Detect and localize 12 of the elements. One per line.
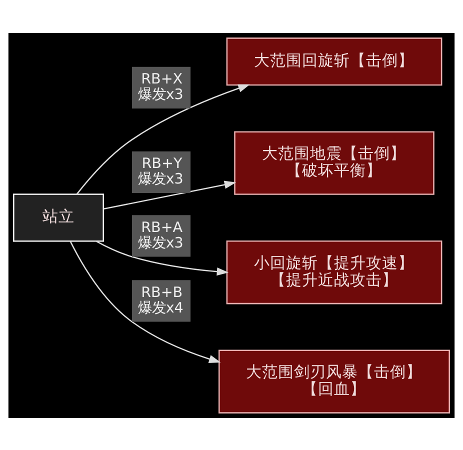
arrow: [96, 240, 229, 276]
edge-label: RB+Y 爆发x3: [138, 156, 184, 188]
edge-label: RB+B 爆发x4: [138, 284, 184, 316]
arrow: [104, 180, 236, 210]
node-box: 大范围剑刃风暴【击倒】 【回血】: [218, 349, 450, 413]
arrow: [70, 240, 221, 362]
node-box: 小回旋斩【提升攻速】 【提升近战攻击】: [226, 240, 442, 304]
edge-label: RB+A 爆发x3: [138, 219, 184, 251]
edge-label: RB+X 爆发x3: [138, 70, 184, 103]
node-box: 站立: [12, 193, 104, 242]
node-box: 大范围地震【击倒】 【破坏平衡】: [234, 130, 434, 194]
node-box: 大范围回旋斩【击倒】: [226, 37, 442, 86]
